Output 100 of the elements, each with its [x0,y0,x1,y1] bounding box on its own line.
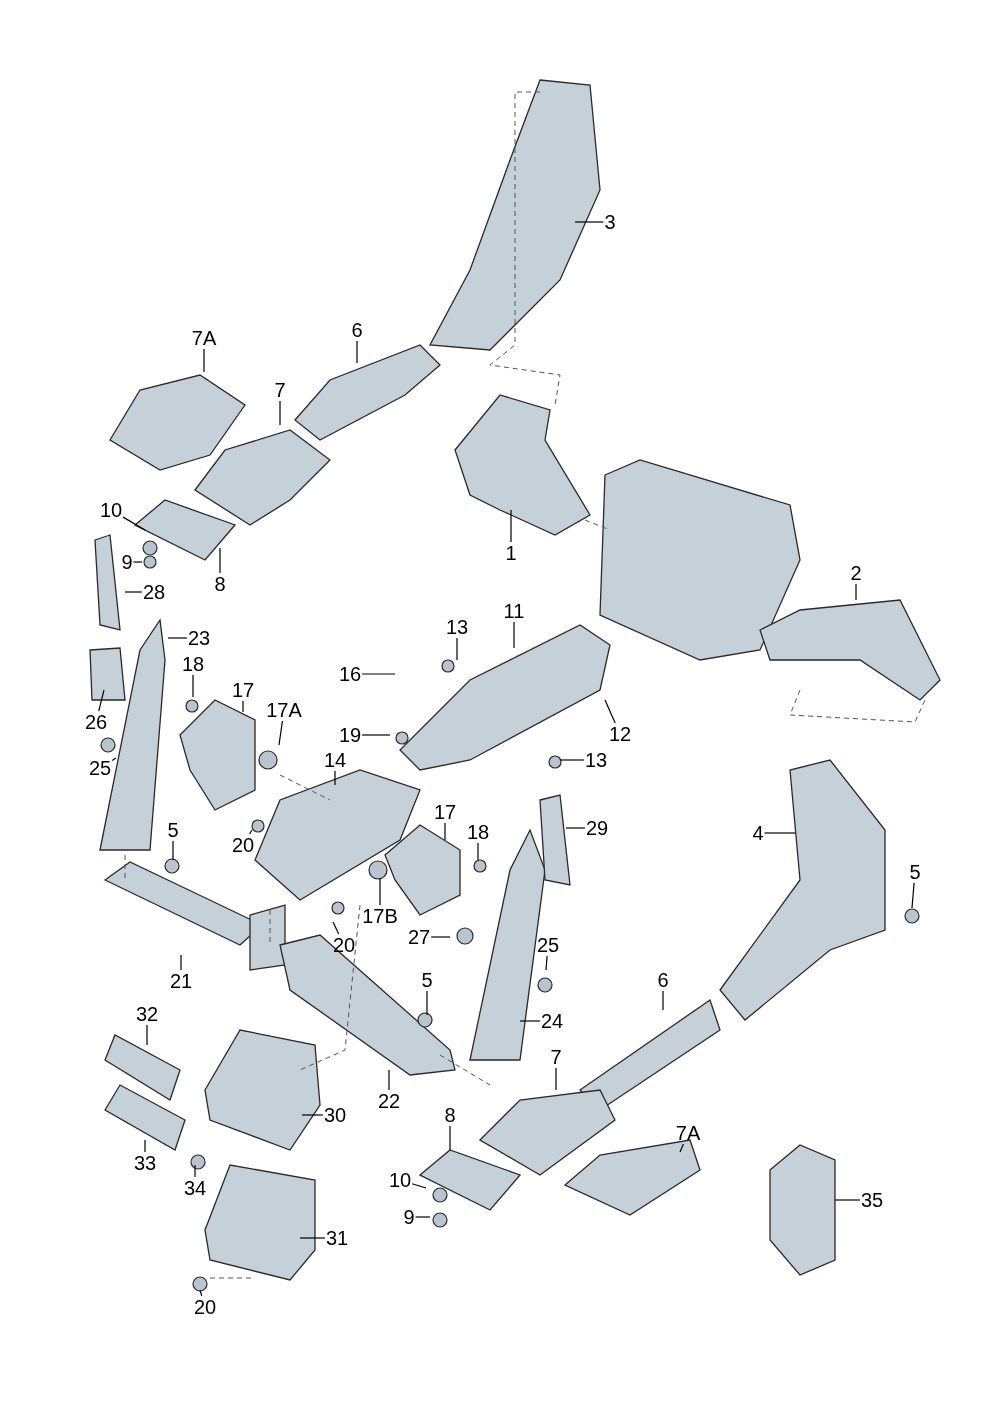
leader-line [199,1289,203,1297]
leader-line [361,734,391,736]
callout-number: 34 [182,1177,208,1199]
leader-line [146,1024,148,1046]
callout-number: 25 [87,757,113,779]
callout-number: 9 [402,1206,416,1228]
leader-line [430,936,451,938]
leader-line [299,1237,326,1239]
leader-line [249,829,253,835]
callout-number: 5 [166,819,180,841]
leader-line [444,822,446,841]
callout-number: 17 [432,801,458,823]
callout-number: 10 [98,499,124,521]
leader-line [334,770,336,786]
callout-number: 18 [180,653,206,675]
leader-line [565,827,586,829]
callout-number: 17A [265,699,303,721]
leader-line [122,516,146,531]
callout-number: 11 [502,600,526,622]
leader-line [477,842,479,861]
callout-number: 9 [120,551,134,573]
leader-line [414,1216,431,1218]
leader-line [662,990,664,1011]
leader-line [545,955,548,971]
callout-number: 2 [849,562,863,584]
leader-line [604,699,616,724]
callout-number: 1 [504,542,518,564]
callout-number: 31 [324,1227,350,1249]
callout-number: 7A [190,327,218,349]
leader-line [574,221,605,223]
leader-line [98,689,105,712]
leader-line [513,621,515,649]
leader-line [180,954,182,971]
callout-number: 12 [607,723,633,745]
callout-number: 21 [168,970,194,992]
leader-line [763,832,796,834]
callout-number: 20 [331,934,357,956]
callout-number: 20 [230,834,256,856]
leader-line [219,547,221,574]
leader-line [203,348,205,373]
leader-line [911,882,915,909]
leader-line [167,637,188,639]
callout-number: 23 [186,627,212,649]
leader-line [456,637,458,661]
callout-number: 8 [443,1104,457,1126]
leader-line [555,1067,557,1091]
callout-number: 6 [350,319,364,341]
leader-line [301,1114,324,1116]
callout-number: 20 [192,1296,218,1318]
callout-number: 6 [656,969,670,991]
callout-number: 19 [337,724,363,746]
callout-number: 24 [539,1010,565,1032]
callout-number: 7A [674,1122,702,1144]
callout-number: 33 [132,1152,158,1174]
callout-number: 3 [603,211,617,233]
callout-number: 7 [273,379,287,401]
leader-line [510,509,512,543]
callout-number: 7 [549,1046,563,1068]
leader-line [559,759,585,761]
leader-line [356,340,358,364]
leader-line [172,840,174,861]
leader-line [411,1183,427,1189]
callout-number: 35 [859,1189,885,1211]
callout-number: 13 [583,749,609,771]
leader-line [242,700,244,713]
leader-line [388,1069,390,1091]
callout-number: 10 [387,1169,413,1191]
callout-number: 22 [376,1090,402,1112]
callout-number: 5 [908,861,922,883]
leader-line [144,1139,146,1153]
leader-line [519,1020,541,1022]
callout-number: 17B [361,905,399,927]
leader-line [192,674,194,698]
callout-number: 29 [584,817,610,839]
callout-number: 30 [322,1104,348,1126]
leader-line [361,673,396,675]
leader-line [834,1199,861,1201]
callout-number: 13 [444,616,470,638]
callout-number: 28 [141,581,167,603]
callout-number: 27 [406,926,432,948]
callout-number: 32 [134,1003,160,1025]
leader-line [194,1164,196,1178]
leader-line [111,757,117,761]
leader-line [855,583,857,601]
leader-line [332,921,340,935]
leader-line [278,720,284,746]
leader-line [379,877,381,906]
callout-number: 5 [420,969,434,991]
callout-number: 18 [465,821,491,843]
leader-line [279,400,281,426]
leader-line [449,1125,451,1151]
callout-number: 4 [751,822,765,844]
leader-line [124,591,143,593]
callout-number: 26 [83,711,109,733]
leader-line [426,990,428,1016]
leader-line [132,561,143,563]
callout-number: 16 [337,663,363,685]
callout-number: 14 [322,749,348,771]
callout-number: 8 [213,573,227,595]
callout-number: 17 [230,679,256,701]
